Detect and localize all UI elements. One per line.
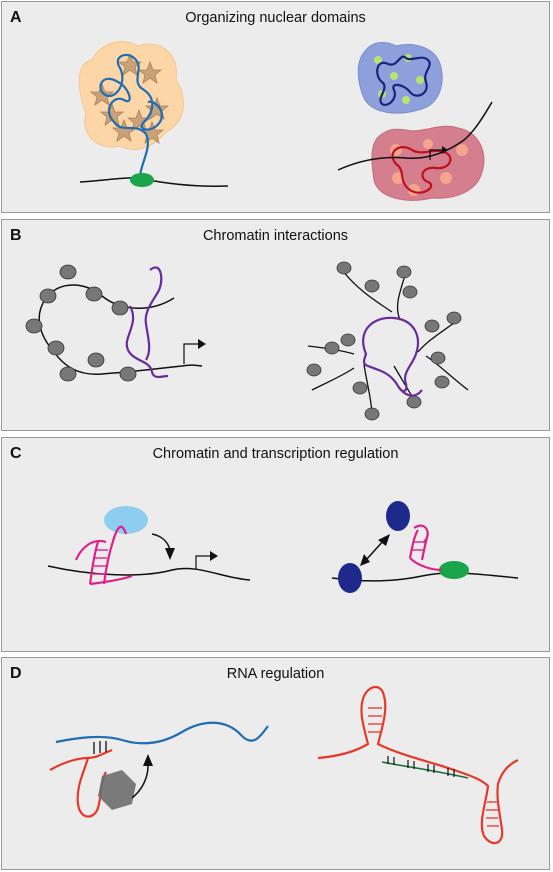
lncrna-purple [362,316,423,397]
chromatin-fiber [79,177,229,187]
lightblue-protein [104,506,148,534]
nuclear-domain-blue [357,42,443,114]
panel-d-illustration [49,685,519,845]
transcription-arrow [183,343,198,364]
green-foci [374,54,424,104]
gray-protein [98,770,136,810]
transcription-arrow [195,555,210,570]
panel-letter: B [10,227,22,244]
panel-c: C Chromatin and transcription regulation [1,437,550,652]
panel-title: Chromatin interactions [202,228,349,244]
navy-protein [386,501,410,531]
panel-d: D RNA regulation [1,657,550,870]
rna-basepairs [93,741,107,754]
rna-basepairs [412,541,425,551]
navy-protein [338,563,362,593]
mrna-blue [55,721,269,745]
panel-c-illustration [47,501,519,593]
lncrna-red [317,685,519,845]
panel-a: A Organizing nuclear domains [1,1,550,213]
panel-letter: C [10,445,22,462]
green-protein [439,561,469,579]
nucleosomes [306,261,462,421]
curved-arrow [151,533,171,551]
lncrna-blue [99,53,163,177]
chromatin-fiber [38,284,203,375]
panel-title: RNA regulation [226,666,325,682]
transcription-arrow [429,149,442,160]
chromatin-fiber [47,565,251,581]
lncrna-darkred [391,146,452,194]
panel-b: B Chromatin interactions [1,219,550,431]
rna-basepairs [387,756,455,777]
panel-b-illustration [25,261,469,421]
lncrna-navy [376,55,431,106]
panel-title: Organizing nuclear domains [185,10,366,26]
green-protein [130,173,154,187]
rna-basepairs [93,549,108,575]
curved-arrow [131,765,149,799]
panel-title: Chromatin and transcription regulation [152,446,399,462]
nucleosomes [25,264,137,382]
lncrna-pink [408,524,443,572]
star-proteins [89,52,170,144]
double-arrow [365,539,385,561]
lncrna-pink [74,525,133,586]
panel-letter: D [10,665,22,682]
rna-basepairs [368,707,499,827]
chromatin-fiber [337,101,493,171]
lncrna-purple [125,266,169,379]
panel-letter: A [10,9,22,26]
panel-a-illustration [78,41,493,201]
